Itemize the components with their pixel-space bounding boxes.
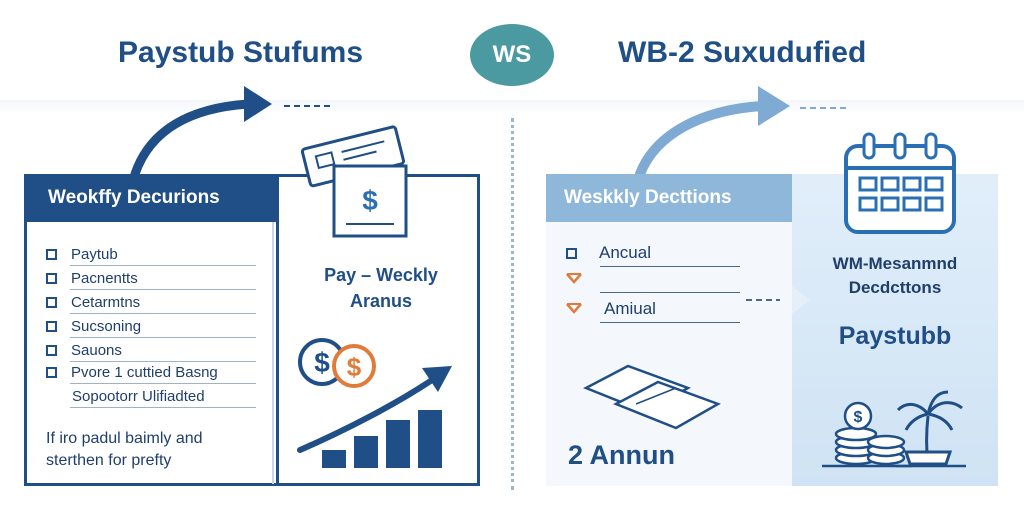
- checklist-item: Sucsoning: [46, 316, 141, 336]
- checklist-item-label: Sopootorr Ulifiadted: [72, 387, 205, 405]
- checkbox-icon: [46, 272, 57, 284]
- calendar-icon: [844, 132, 956, 234]
- left-title: Paystub Stufums: [118, 36, 364, 69]
- center-divider: [511, 118, 514, 490]
- checkbox-icon: [46, 366, 57, 378]
- coins-icon: $ $: [298, 338, 376, 388]
- checklist-item: Pvore 1 cuttied Basng: [46, 362, 218, 382]
- deductions-line: WM-Mesanmnd: [832, 254, 958, 273]
- checklist-item-label: Sucsoning: [71, 317, 142, 335]
- left-note-line: If iro padul baimly and: [46, 430, 203, 447]
- deductions-label: WM-Mesanmnd Decdcttons: [800, 252, 990, 300]
- left-note-line: sterthen for prefty: [46, 452, 172, 469]
- checkbox-icon: [46, 344, 57, 356]
- checkbox-icon: [566, 247, 577, 259]
- pay-weekly-label: Pay – Weckly Aranus: [296, 262, 466, 314]
- checklist-item: Paytub: [46, 244, 118, 264]
- right-row-label: Ancual: [599, 243, 651, 262]
- palm-tree-icon: [896, 390, 966, 468]
- right-row: Ancual: [566, 242, 651, 264]
- growth-chart-icon: [297, 366, 452, 468]
- checklist-item: Sauons: [46, 340, 122, 360]
- svg-text:$: $: [854, 409, 863, 426]
- right-panel: [546, 174, 792, 486]
- checkbox-icon: [46, 320, 57, 332]
- annun-label: 2 Annun: [568, 440, 675, 470]
- svg-text:$: $: [314, 347, 330, 378]
- left-checklist-box: [28, 222, 274, 484]
- coin-stack-icon: $: [822, 401, 912, 468]
- checklist-item-label: Paytub: [71, 245, 118, 263]
- right-row-label: Amiual: [604, 299, 656, 318]
- left-panel-separator: [276, 174, 279, 486]
- checklist-item: Pacnentts: [46, 268, 138, 288]
- svg-text:$: $: [362, 185, 378, 216]
- checklist-item: Cetarmtns: [46, 292, 140, 312]
- paystub-label: Paystubb: [838, 322, 952, 350]
- pay-weekly-line: Pay – Weckly: [324, 265, 438, 285]
- checklist-item-label: Sauons: [71, 341, 122, 359]
- svg-text:$: $: [347, 352, 362, 382]
- vs-badge: WS: [470, 24, 554, 86]
- dollar-document-icon: $: [300, 125, 408, 238]
- deductions-line: Decdcttons: [848, 278, 942, 297]
- check-icon: [566, 273, 582, 284]
- check-icon: [566, 303, 582, 314]
- left-panel-header: Weokffy Decurions: [24, 174, 276, 222]
- checkbox-icon: [46, 296, 57, 308]
- checklist-item: Sopootorr Ulifiadted: [72, 386, 205, 406]
- right-title: WB-2 Suxudufied: [618, 36, 867, 69]
- right-panel-header: Weskkly Decttions: [546, 174, 792, 222]
- checklist-item-label: Pvore 1 cuttied Basng: [71, 363, 218, 381]
- connector-arrow-icon: [746, 286, 810, 314]
- checklist-item-label: Pacnentts: [71, 269, 138, 287]
- right-row: Amiual: [566, 298, 656, 320]
- checklist-item-label: Cetarmtns: [71, 293, 141, 311]
- checkbox-icon: [46, 248, 57, 260]
- open-book-icon: [583, 364, 721, 430]
- pay-weekly-line: Aranus: [349, 291, 412, 311]
- left-note: If iro padul baimly and sterthen for pre…: [46, 428, 203, 472]
